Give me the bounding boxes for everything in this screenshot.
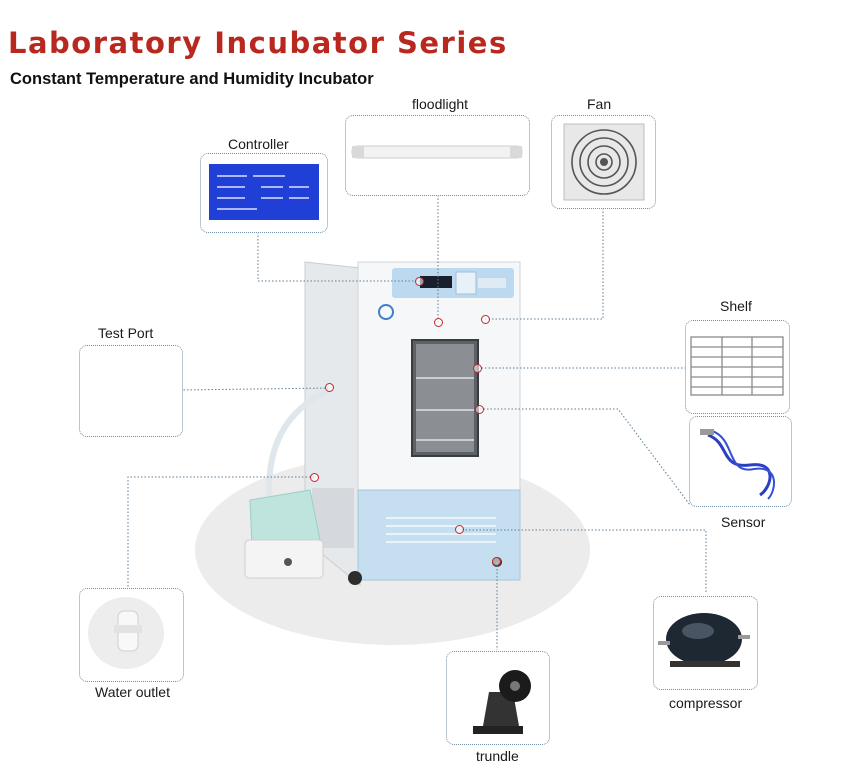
trundle-box: [446, 651, 550, 745]
fan-box: [551, 115, 656, 209]
floodlight-label: floodlight: [412, 96, 469, 112]
test-port-label: Test Port: [98, 325, 154, 341]
controller-lcd-image: [209, 164, 319, 220]
controller-box: [200, 153, 328, 233]
shelf-box: [685, 320, 790, 414]
floodlight-box: [345, 115, 530, 196]
page-subtitle: Constant Temperature and Humidity Incuba…: [10, 70, 374, 88]
marker-water-outlet: [310, 473, 319, 482]
floodlight-tube-image: [351, 145, 523, 159]
marker-shelf: [473, 364, 482, 373]
test-port-box: [79, 345, 183, 437]
marker-test-port: [325, 383, 334, 392]
sensor-box: [689, 416, 792, 507]
page-title: Laboratory Incubator Series: [8, 26, 508, 60]
marker-fan: [481, 315, 490, 324]
water-outlet-box: [79, 588, 184, 682]
controller-label: Controller: [228, 136, 289, 152]
compressor-label: compressor: [669, 695, 743, 711]
shelf-label: Shelf: [720, 298, 752, 314]
marker-compressor: [455, 525, 464, 534]
marker-sensor: [475, 405, 484, 414]
compressor-box: [653, 596, 758, 690]
sensor-label: Sensor: [721, 514, 766, 530]
sensor-cable-image: [700, 429, 775, 500]
marker-floodlight: [434, 318, 443, 327]
marker-controller: [415, 277, 424, 286]
fan-label: Fan: [587, 96, 612, 112]
water-outlet-image: [88, 597, 164, 669]
water-outlet-label: Water outlet: [95, 684, 170, 700]
marker-trundle: [492, 557, 501, 566]
compressor-image: [658, 613, 750, 667]
trundle-label: trundle: [476, 748, 519, 764]
fan-image: [563, 123, 645, 201]
trundle-wheel-image: [473, 670, 531, 734]
shelf-grid-image: [690, 336, 784, 396]
